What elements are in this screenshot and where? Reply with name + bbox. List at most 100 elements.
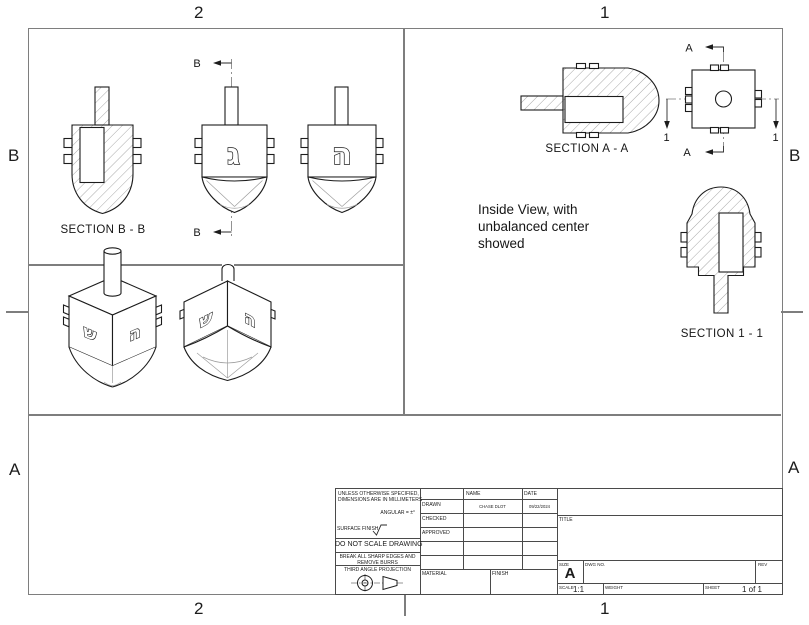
tb-col-date: DATE [524, 491, 537, 497]
side-tab [754, 231, 762, 243]
section-bb-label: SECTION B - B [60, 224, 145, 236]
marker-a-top: A [685, 43, 693, 55]
tb-line [335, 538, 420, 539]
tb-line [420, 555, 557, 556]
side-tab [266, 137, 275, 149]
side-tab [575, 131, 587, 139]
side-tab [719, 126, 730, 134]
side-tab [575, 62, 587, 70]
side-tab [684, 86, 693, 96]
tb-sheet-label: SHEET [705, 585, 721, 590]
tb-title-label: TITLE [559, 517, 573, 523]
zone-label-left-b: B [8, 146, 20, 165]
marker-1-right: 1 [772, 132, 778, 144]
view-section-aa: SECTION A - A [520, 62, 660, 155]
side-tab [194, 153, 203, 165]
tb-size-value: A [564, 565, 576, 582]
letter-he: ה [332, 137, 352, 171]
tb-line [420, 513, 557, 514]
tb-size-label: SIZE [559, 561, 570, 567]
zone-label-bottom-1: 1 [600, 599, 610, 618]
inner-cavity [718, 212, 744, 273]
tb-row-approved-label: APPROVED [422, 530, 450, 536]
tb-line [335, 565, 420, 566]
marker-arrowhead [213, 60, 221, 66]
tb-spec-line2: DIMENSIONS ARE IN MILLIMETERS [338, 497, 423, 503]
side-tab [754, 89, 763, 99]
tb-line [490, 569, 491, 595]
iso-point-facets [196, 330, 259, 379]
iso-handle-sides [103, 251, 122, 297]
third-angle-projection-icon [351, 574, 405, 592]
zone-tick-right [781, 311, 803, 313]
side-tab [300, 153, 309, 165]
side-tab [300, 137, 309, 149]
side-tab [179, 308, 185, 320]
inner-cavity [79, 126, 105, 184]
side-tab [63, 137, 73, 149]
tb-weight-label: WEIGHT [605, 585, 623, 590]
tb-sheet-value: 1 of 1 [741, 584, 762, 594]
zone-tick-bottom [404, 595, 406, 616]
tb-line [420, 499, 557, 500]
side-tab [588, 62, 600, 70]
dreidel-handle [224, 86, 239, 126]
side-tab [709, 64, 720, 72]
tb-line [335, 488, 336, 595]
iso-handle-stub-fill [222, 263, 234, 281]
view-front-gimel: ג B B [193, 58, 275, 239]
tb-line [420, 541, 557, 542]
side-tab [63, 153, 73, 165]
side-tab [754, 98, 763, 108]
point-shoulder-line [201, 176, 268, 182]
iso-handle-stub [221, 263, 235, 281]
point-facet-lines [312, 180, 372, 209]
tb-line [420, 527, 557, 528]
letter-he: ה [129, 321, 141, 346]
marker-arrowhead [705, 149, 713, 155]
letter-shin: ש [200, 307, 213, 333]
surface-finish-icon [372, 524, 387, 536]
side-tab [155, 316, 163, 328]
tb-row-checked-label: CHECKED [422, 516, 447, 522]
tb-line [557, 560, 783, 561]
iso-point-outline [68, 346, 157, 388]
side-tab [266, 153, 275, 165]
view-isometric-bottom: ש ה [179, 263, 276, 382]
dreidel-body [307, 124, 377, 178]
dreidel-handle-section [94, 86, 110, 126]
tb-deburr-line2: REMOVE BURRS [357, 560, 398, 566]
tb-spec-line1: UNLESS OTHERWISE SPECIFIED, [338, 491, 419, 497]
tb-do-not-scale: DO NOT SCALE DRAWING [335, 541, 423, 548]
tb-scale-value: 1:1 [573, 584, 585, 594]
tb-line [557, 515, 783, 516]
title-block: UNLESS OTHERWISE SPECIFIED, DIMENSIONS A… [335, 488, 783, 595]
zone-label-right-a: A [788, 458, 800, 477]
letter-he: ה [244, 307, 256, 333]
side-tab [680, 231, 688, 243]
dreidel-handle [334, 86, 349, 126]
tb-line [335, 594, 783, 595]
letter-gimel: ג [227, 137, 240, 171]
tb-line [335, 488, 783, 489]
note-line-1: Inside View, with [478, 202, 578, 217]
dreidel-point [307, 176, 377, 214]
point-shoulder-line [307, 176, 377, 182]
note-line-3: showed [478, 236, 525, 251]
side-tab [719, 64, 730, 72]
view-section-11: SECTION 1 - 1 [680, 186, 763, 340]
side-tab [754, 246, 762, 258]
handle-circle [714, 90, 733, 108]
tb-row-drawn-name: CHASE DLOT [479, 504, 506, 509]
section-aa-label: SECTION A - A [545, 143, 628, 155]
tb-line [703, 583, 704, 595]
view-top: A A 1 1 [663, 43, 779, 159]
iso-handle-fill [104, 251, 121, 293]
tb-projection-label: THIRD ANGLE PROJECTION [344, 567, 411, 573]
side-tab [680, 246, 688, 258]
tb-line [522, 488, 523, 569]
marker-arrowhead [705, 44, 713, 50]
marker-b-top: B [193, 58, 200, 70]
side-tab [375, 137, 384, 149]
side-tab [684, 95, 693, 104]
